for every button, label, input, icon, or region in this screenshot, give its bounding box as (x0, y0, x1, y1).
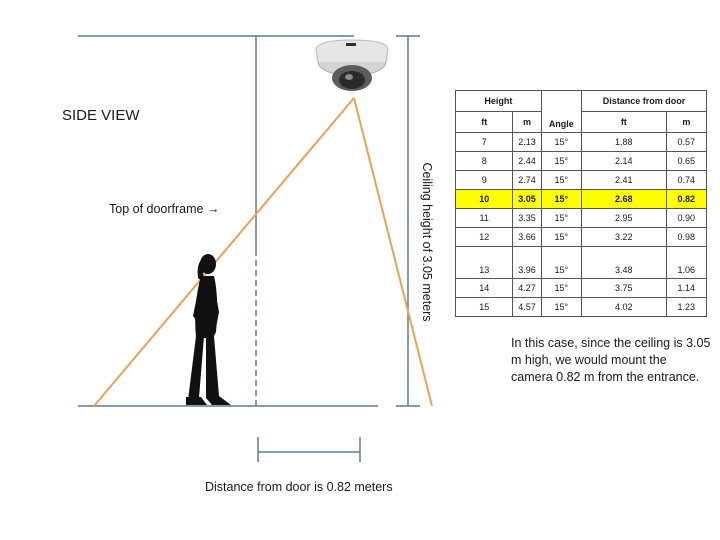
distance-m-cell: 0.65 (665, 151, 708, 171)
height-m-cell: 3.96 (512, 246, 542, 279)
distance-ft-cell: 1.88 (580, 132, 667, 152)
height-m-cell: 2.74 (512, 170, 542, 190)
distance-ft-cell: 3.22 (580, 227, 667, 247)
distance-m-cell: 0.98 (665, 227, 708, 247)
table-row: 9 2.74 15° 2.41 0.74 (454, 170, 708, 190)
angle-cell: 15° (540, 246, 582, 279)
dome-camera-icon (315, 39, 389, 91)
distance-m-cell: 1.23 (665, 297, 708, 317)
distance-from-door-label: Distance from door is 0.82 meters (205, 480, 393, 494)
distance-ft-cell: 3.75 (580, 278, 667, 298)
height-m-cell: 3.35 (512, 208, 542, 228)
angle-cell: 15° (540, 278, 582, 298)
distance-m-cell: 0.57 (665, 132, 708, 152)
height-ft-cell: 9 (454, 170, 514, 190)
height-m-cell: 3.66 (512, 227, 542, 247)
distance-ft-cell: 2.41 (580, 170, 667, 190)
mounting-note: In this case, since the ceiling is 3.05 … (511, 336, 711, 384)
doorframe-label: Top of doorframe → (109, 202, 220, 216)
distance-ft-cell: 2.95 (580, 208, 667, 228)
height-m-cell: 3.05 (512, 189, 542, 209)
side-view-title: SIDE VIEW (62, 107, 140, 124)
distance-ft-cell: 2.14 (580, 151, 667, 171)
table-row: 7 2.13 15° 1.88 0.57 (454, 132, 708, 152)
table-row: 11 3.35 15° 2.95 0.90 (454, 208, 708, 228)
height-ft-header: ft (454, 111, 514, 133)
height-ft-cell: 14 (454, 278, 514, 298)
distance-ft-cell: 4.02 (580, 297, 667, 317)
distance-ft-header: ft (580, 111, 667, 133)
angle-cell: 15° (540, 132, 582, 152)
angle-cell: 15° (540, 227, 582, 247)
table-row: 12 3.66 15° 3.22 0.98 (454, 227, 708, 247)
mounting-distance-table: Height Angle Distance from door ft m ft … (454, 90, 708, 317)
height-ft-cell: 10 (454, 189, 514, 209)
distance-header: Distance from door (580, 90, 708, 112)
height-header: Height (455, 90, 542, 112)
height-ft-cell: 12 (454, 227, 514, 247)
angle-cell: 15° (540, 170, 582, 190)
height-m-header: m (512, 111, 542, 133)
height-ft-cell: 7 (454, 132, 514, 152)
angle-cell: 15° (540, 208, 582, 228)
camera-beam-right (353, 97, 433, 407)
height-m-cell: 2.44 (512, 151, 542, 171)
distance-m-cell: 0.90 (665, 208, 708, 228)
angle-cell: 15° (540, 189, 582, 209)
table-row-highlighted: 10 3.05 15° 2.68 0.82 (454, 189, 708, 209)
distance-m-cell: 0.74 (665, 170, 708, 190)
angle-header: Angle (540, 90, 582, 133)
height-m-cell: 4.27 (512, 278, 542, 298)
ceiling-height-label: Ceiling height of 3.05 meters (420, 162, 434, 322)
height-ft-cell: 15 (454, 297, 514, 317)
distance-ft-cell: 3.48 (580, 246, 667, 279)
angle-cell: 15° (540, 297, 582, 317)
distance-m-cell: 1.14 (665, 278, 708, 298)
distance-m-cell: 0.82 (665, 189, 708, 209)
height-ft-cell: 8 (454, 151, 514, 171)
height-ft-cell: 11 (454, 208, 514, 228)
distance-m-header: m (665, 111, 708, 133)
distance-ft-cell: 2.68 (580, 189, 667, 209)
camera-beam-left (93, 97, 355, 407)
angle-cell: 15° (540, 151, 582, 171)
height-ft-cell: 13 (454, 246, 514, 279)
table-row: 13 3.96 15° 3.48 1.06 (454, 246, 708, 279)
table-row: 8 2.44 15° 2.14 0.65 (454, 151, 708, 171)
distance-m-cell: 1.06 (665, 246, 708, 279)
height-m-cell: 4.57 (512, 297, 542, 317)
person-silhouette-icon (186, 254, 231, 405)
height-m-cell: 2.13 (512, 132, 542, 152)
table-row: 14 4.27 15° 3.75 1.14 (454, 278, 708, 298)
table-row: 15 4.57 15° 4.02 1.23 (454, 297, 708, 317)
